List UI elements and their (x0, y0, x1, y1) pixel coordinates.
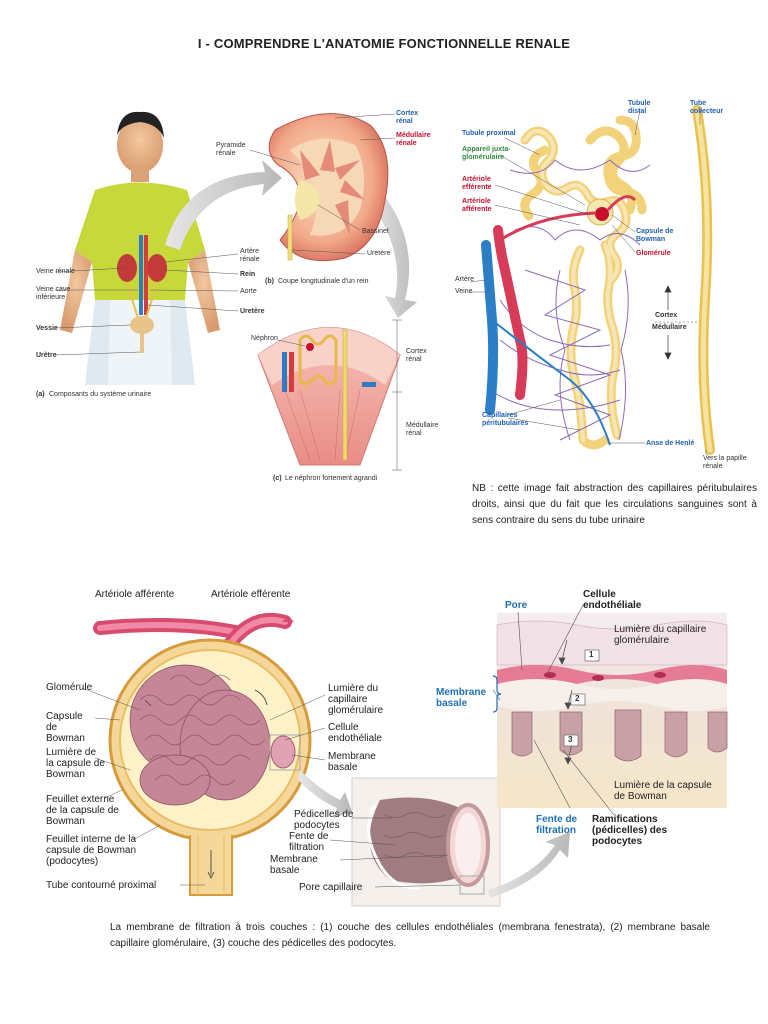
label-tubule-distal: Tubule distal (628, 100, 651, 115)
arrow-e-to-capillary (298, 770, 352, 818)
caption-a: Composants du système urinaire (49, 391, 152, 398)
label-cortex-b: Cortex rénal (396, 110, 419, 125)
caption-b: Coupe longitudinale d'un rein (278, 278, 369, 285)
figure-c-nephron-wedge (257, 319, 402, 471)
label-cortex-d: Cortex (655, 312, 678, 319)
label-membrane-basale-e2: Membrane basale (270, 854, 318, 876)
label-arteriole-eff-d: Artériole efférente (462, 176, 492, 191)
label-cellule-endo-e: Cellule endothéliale (328, 722, 382, 744)
label-medullaire-d: Médullaire (652, 324, 687, 331)
label-appareil: Appareil juxta-glomérulaire (462, 146, 511, 161)
label-ramifications: Ramifications (pédicelles) des podocytes (592, 814, 668, 847)
label-fente-f: Fente de filtration (536, 814, 578, 836)
label-arteriole-aff-d: Artériole afférente (462, 198, 492, 213)
label-pore: Pore (505, 600, 528, 611)
label-aorte: Aorte (240, 288, 257, 295)
label-feuillet-externe: Feuillet externe de la capsule de Bowman (46, 794, 119, 827)
caption-a-letter: (a) (36, 391, 45, 398)
label-pore-capillaire: Pore capillaire (299, 882, 363, 893)
arrow-b-to-c (368, 190, 417, 318)
nb-note: NB : cette image fait abstraction des ca… (472, 483, 757, 526)
label-uretere-a: Uretère (240, 308, 265, 315)
label-pyramide: Pyramide rénale (216, 142, 246, 157)
marker-3: 3 (568, 735, 573, 744)
label-glomerule-e: Glomérule (46, 682, 93, 693)
label-vessie: Vessie (36, 325, 58, 332)
label-papille: Vers la papille rénale (703, 455, 747, 470)
label-feuillet-interne: Feuillet interne de la capsule de Bowman… (46, 834, 137, 867)
label-veine-d: Veine (455, 288, 473, 295)
label-bassinet: Bassinet (362, 228, 389, 235)
label-tubule-proximal: Tubule proximal (462, 130, 516, 137)
label-artere-renale: Artère rénale (240, 248, 260, 263)
label-capsule-d: Capsule de Bowman (636, 228, 674, 243)
figure-f-filtration-membrane (492, 604, 728, 816)
label-lumiere-capillaire-f: Lumière du capillaire glomérulaire (614, 624, 707, 646)
label-tube-collecteur: Tube collecteur (690, 100, 724, 115)
label-membrane-basale-f: Membrane basale (436, 687, 487, 709)
label-artere-d: Artère (455, 276, 475, 283)
label-medullaire-c: Médullaire rénal (406, 422, 439, 437)
label-fente-e: Fente de filtration (289, 831, 329, 853)
label-nephron: Néphron (251, 335, 278, 342)
label-cortex-c: Cortex rénal (406, 348, 427, 363)
figure-b-kidney (249, 113, 396, 262)
label-veine-cave: Veine cave inférieure (36, 286, 71, 301)
label-uretre: Urètre (36, 352, 57, 359)
label-veine-renale: Veine rénale (36, 268, 75, 275)
label-capillaires: Capillaires péritubulaires (482, 412, 529, 427)
caption-b-letter: (b) (265, 278, 274, 285)
label-arteriole-eff-e: Artériole efférente (211, 589, 291, 600)
label-lumiere-capsule-e: Lumière de la capsule de Bowman (46, 747, 105, 780)
page-title: I - COMPRENDRE L'ANATOMIE FONCTIONNELLE … (197, 36, 571, 51)
figure-capillary-panel (329, 777, 501, 907)
label-pedicelles: Pédicelles de podocytes (294, 809, 354, 831)
label-lumiere-capillaire-e: Lumière du capillaire glomérulaire (328, 683, 384, 716)
label-uretere-b: Uretère (367, 250, 391, 257)
figure-d-nephron-capillaries (469, 105, 715, 455)
label-arteriole-aff-e: Artériole afférente (95, 589, 175, 600)
label-tube-proximal: Tube contourné proximal (46, 880, 157, 891)
arrow-capillary-to-membrane (488, 832, 570, 898)
marker-1: 1 (589, 650, 594, 659)
marker-2: 2 (575, 694, 580, 703)
caption-c: Le néphron fortement agrandi (285, 475, 378, 482)
label-cellule-endo-f: Cellule endothéliale (583, 589, 642, 611)
figure-e-glomerulus (81, 612, 326, 896)
bottom-caption: La membrane de filtration à trois couche… (110, 922, 710, 949)
arrow-a-to-b (165, 160, 282, 250)
label-anse: Anse de Henlé (646, 440, 695, 447)
label-membrane-basale-e: Membrane basale (328, 751, 376, 773)
label-capsule-e: Capsule de Bowman (46, 711, 85, 744)
label-glomerule-d: Glomérule (636, 250, 671, 257)
label-rein: Rein (240, 271, 256, 278)
label-lumiere-capsule-f: Lumière de la capsule de Bowman (614, 780, 712, 802)
label-medullaire-b: Médullaire rénale (396, 132, 431, 147)
caption-c-letter: (c) (273, 475, 282, 482)
figure-a-person (35, 100, 239, 385)
